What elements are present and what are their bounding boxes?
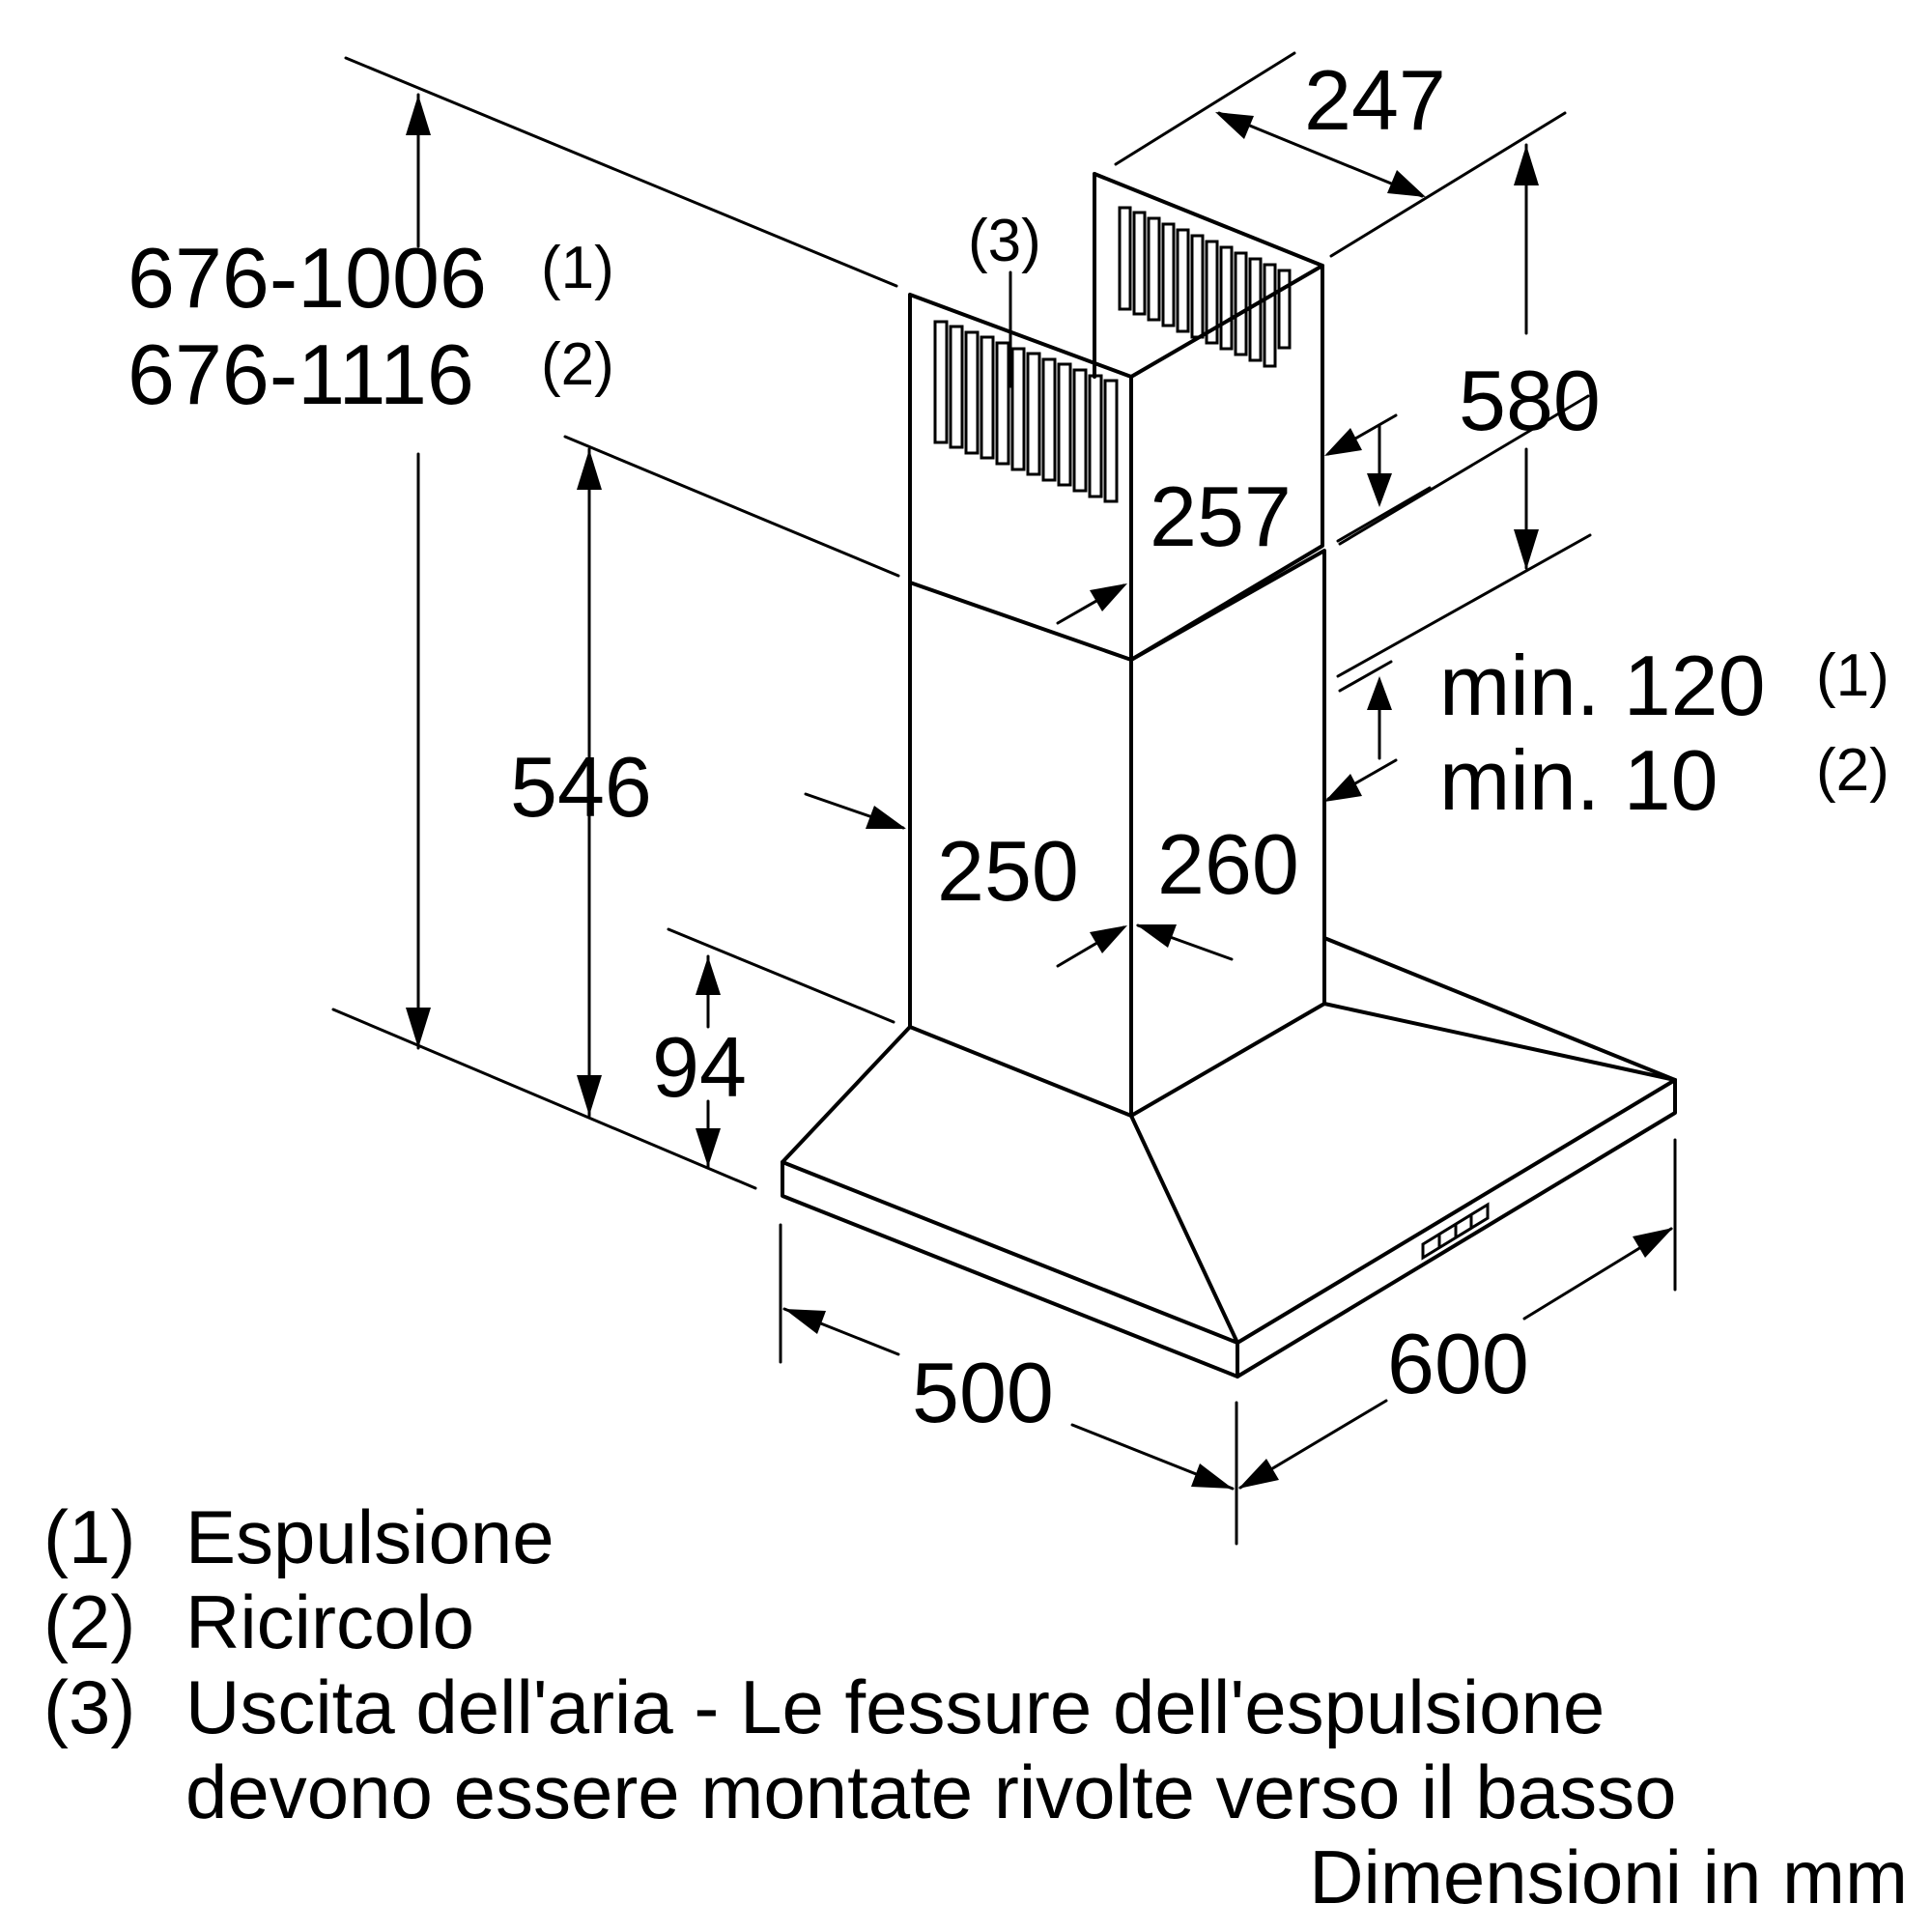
note-marker-1: (1) <box>541 235 614 301</box>
dim-upper-height: 580 <box>1459 353 1601 448</box>
dim-upper-depth: 247 <box>1304 52 1446 148</box>
dim-lower-depth: 260 <box>1157 816 1299 912</box>
dim-total-height-exhaust: 676-1006 <box>128 230 487 326</box>
vent-slots-front <box>933 320 1119 503</box>
legend-text-3: Uscita dell'aria - Le fessure dell'espul… <box>185 1664 1605 1749</box>
vent-slots-back <box>1118 206 1292 368</box>
dim-canopy-depth: 500 <box>912 1345 1054 1440</box>
dim-upper-width: 257 <box>1150 469 1292 564</box>
canopy <box>781 936 1677 1378</box>
legend-text-3-continuation: devono essere montate rivolte verso il b… <box>185 1749 1676 1834</box>
dim-canopy-height: 94 <box>652 1019 747 1115</box>
legend-number-3: (3) <box>43 1664 135 1749</box>
dim-overlap-exhaust: min. 120 <box>1439 638 1766 733</box>
legend: (1) Espulsione (2) Ricircolo (3) Uscita … <box>43 1494 1908 1919</box>
lower-chimney <box>908 549 1326 1118</box>
dimension-labels: 676-1006 (1) 676-1116 (2) (3) 247 580 25… <box>128 52 1889 1440</box>
units-note: Dimensioni in mm <box>1309 1834 1908 1919</box>
note-marker-1b: (1) <box>1816 642 1889 709</box>
note-marker-2: (2) <box>541 331 614 398</box>
hood-outline <box>781 172 1677 1378</box>
legend-number-1: (1) <box>43 1494 135 1579</box>
dim-canopy-width: 600 <box>1387 1316 1529 1411</box>
legend-text-2: Ricircolo <box>185 1579 474 1664</box>
vent-marker-3: (3) <box>968 208 1041 274</box>
dim-total-height-recirc: 676-1116 <box>128 327 474 422</box>
note-marker-2b: (2) <box>1816 737 1889 804</box>
dim-lower-height: 546 <box>510 739 652 835</box>
dim-overlap-recirc: min. 10 <box>1439 732 1719 828</box>
legend-number-2: (2) <box>43 1579 135 1664</box>
dim-lower-width: 250 <box>937 823 1079 919</box>
legend-text-1: Espulsione <box>185 1494 554 1579</box>
dimension-lines <box>331 51 1677 1546</box>
